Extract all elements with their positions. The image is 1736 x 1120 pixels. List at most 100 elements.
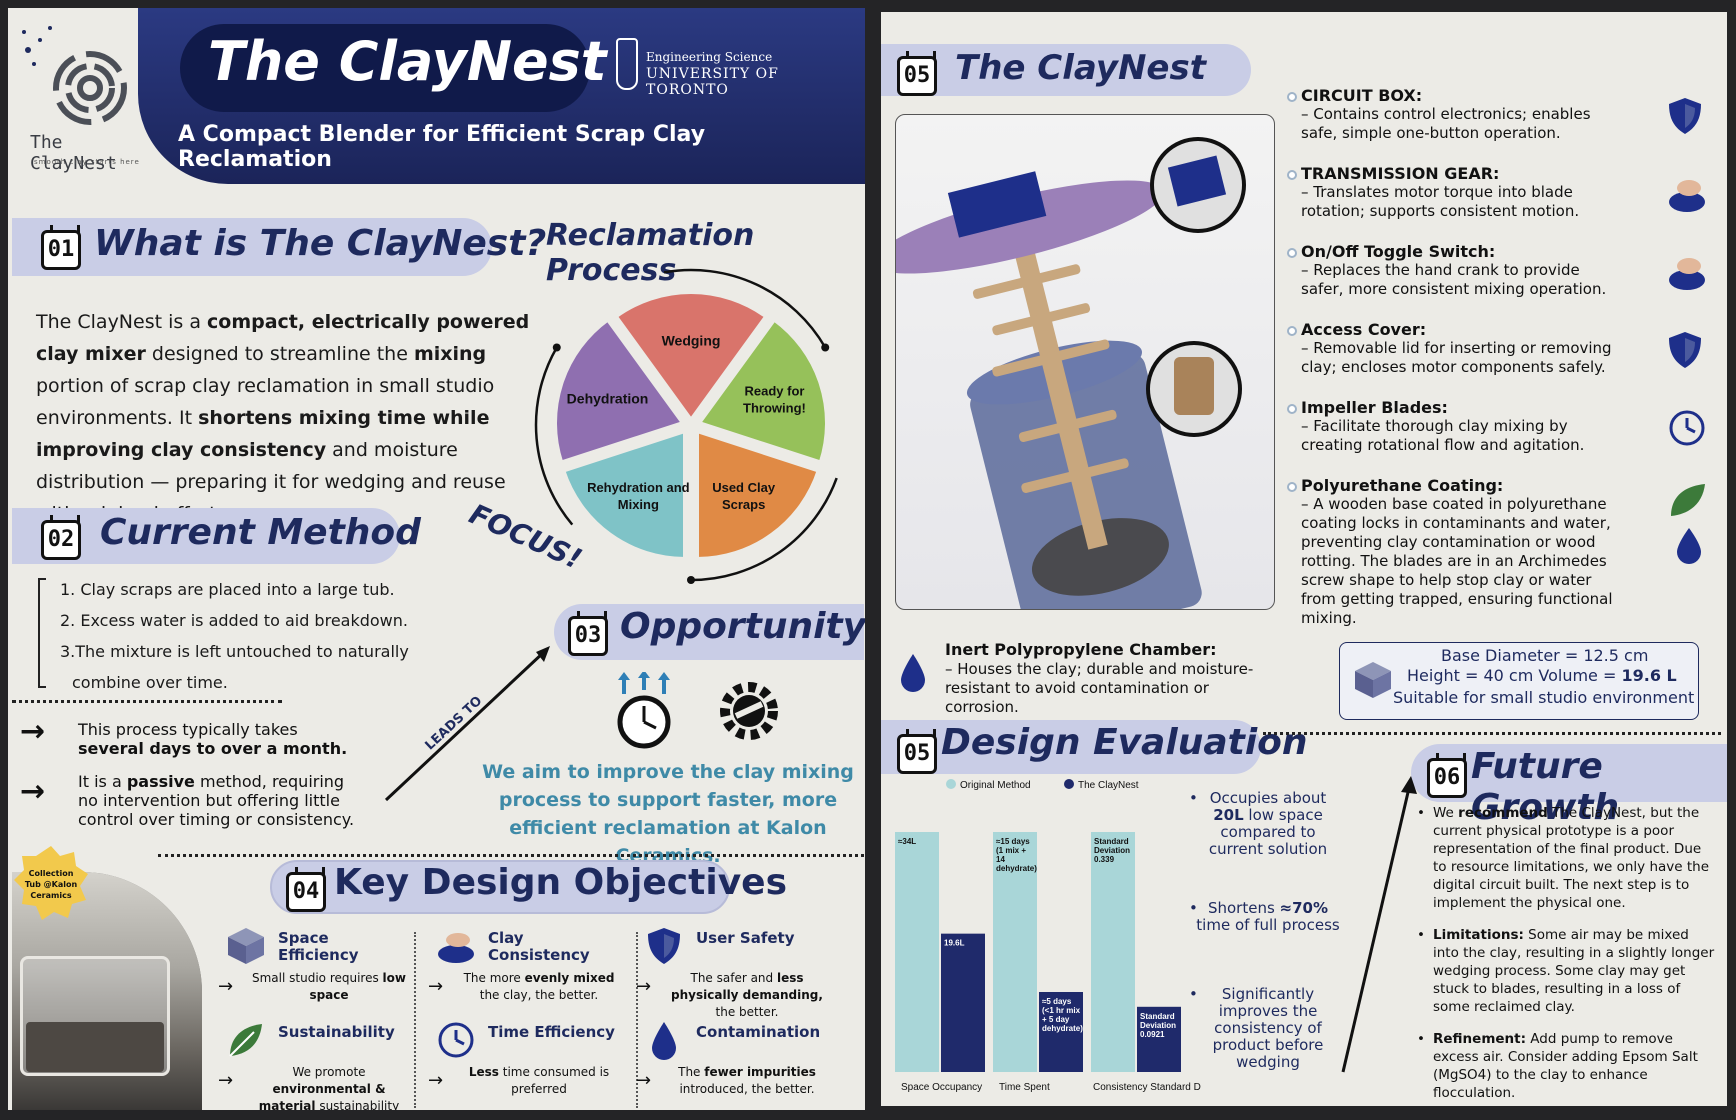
spec-box [1339, 642, 1699, 720]
rich-text-run: sustainability [315, 1099, 400, 1110]
rich-text-run: recommend [1458, 805, 1548, 821]
bar-value-label-line: Standard [1140, 1012, 1175, 1021]
divider [12, 700, 282, 703]
bullet-dot: • [1417, 805, 1425, 821]
component-callout: Polyurethane Coating:– A wooden base coa… [1287, 476, 1721, 628]
uni-crest-icon [616, 38, 638, 90]
rich-text-run: the better. [715, 1005, 779, 1019]
leaf-drop-icon [1671, 484, 1705, 564]
bar-value-label-line: (<1 hr mix [1042, 1006, 1081, 1015]
calendar-icon: 06 [1427, 753, 1467, 798]
future-list: •We recommend The ClayNest, but the curr… [1417, 804, 1717, 1106]
callout-dot [1287, 482, 1297, 492]
bar-value-label-line: dehydrate) [1042, 1024, 1083, 1033]
leaf-icon [229, 1024, 262, 1057]
rich-text-run: low space compared to current solution [1208, 806, 1328, 858]
sec2-title: Current Method [100, 512, 421, 553]
spec-height-volume: Height = 40 cm Volume = 19.6 L [1407, 666, 1677, 685]
clock-icon [617, 672, 671, 749]
rich-text-run: Significantly improves the consistency o… [1212, 985, 1324, 1071]
step-item: 1. Clay scraps are placed into a large t… [60, 580, 395, 599]
future-item: •We recommend The ClayNest, but the curr… [1417, 804, 1717, 912]
arrow-right-icon: → [218, 1070, 234, 1091]
category-label: Consistency Standard Dev [1093, 1082, 1201, 1093]
bar [993, 832, 1037, 1072]
bar [1039, 992, 1083, 1072]
steps-bracket [38, 578, 46, 688]
rich-text-run: less physically demanding, [671, 971, 823, 1002]
bar-value-label-line: Standard [1094, 837, 1129, 846]
rich-text-run: portion of scrap clay reclamation in sma… [36, 375, 495, 429]
objective-item: Sustainability→We promote environmental … [218, 1020, 423, 1111]
callout-dot [1287, 170, 1297, 180]
chamber-desc: – Houses the clay; durable and moisture-… [945, 660, 1254, 716]
arrow-right-icon: → [636, 1070, 652, 1091]
callout-dot [1287, 248, 1297, 258]
rich-text-run: Shortens [1207, 899, 1280, 917]
calendar-icon: 01 [41, 225, 81, 270]
calendar-icon: 04 [286, 867, 326, 912]
bar-value-label-line: Deviation [1140, 1021, 1176, 1030]
rich-text-run: The ClayNest, but the current physical p… [1433, 805, 1710, 911]
step-item: combine over time. [72, 673, 228, 692]
steps-list: 1. Clay scraps are placed into a large t… [60, 574, 409, 698]
objectives-separator [414, 932, 416, 1108]
arrow-right-icon: → [218, 976, 234, 997]
bar-value-label-line: + 5 day [1042, 1015, 1070, 1024]
component-title: Access Cover: [1301, 320, 1427, 339]
rich-text-run: evenly mixed [524, 971, 615, 985]
rich-text-run: Add pump to remove excess air. Consider … [1433, 1031, 1698, 1101]
bar [1091, 832, 1135, 1072]
chamber-title: Inert Polypropylene Chamber: [945, 640, 1217, 659]
callout-dot [1287, 326, 1297, 336]
arrow-right-icon: → [636, 976, 652, 997]
arrow-right-icon: → [428, 1070, 444, 1091]
page-subtitle: A Compact Blender for Efficient Scrap Cl… [178, 122, 706, 172]
collection-tub-badge [14, 846, 88, 920]
collection-tub-photo [12, 872, 202, 1110]
objective-title: User Safety [696, 929, 795, 947]
bar-value-label-line: (1 mix + [996, 846, 1026, 855]
left-poster-panel: The ClayNest smooth clay starts here The… [8, 8, 865, 1110]
sec5-header-pill [881, 44, 1251, 96]
rich-text-run: passive [126, 772, 195, 791]
uni-dept: Engineering Science [646, 50, 773, 64]
rich-text-run: Limitations: [1433, 927, 1524, 943]
uni-name: UNIVERSITY OF TORONTO [646, 66, 779, 98]
future-title: Future Growth [1471, 746, 1620, 828]
logo-name: The ClayNest [30, 132, 117, 174]
rich-text-run: 20L [1213, 806, 1244, 824]
rich-text-run: The more [463, 971, 525, 985]
pie-slice [695, 316, 829, 466]
note-item: →It is a passive method, requiring no in… [20, 772, 360, 829]
eval-bullet: •Shortens ≈70% time of full process [1189, 899, 1343, 934]
calendar-icon: 02 [41, 515, 81, 560]
bar [895, 832, 939, 1072]
pie-slice-label: Dehydration [567, 390, 649, 406]
rich-text-run: time of full process [1196, 916, 1340, 934]
bullet-dot: • [1189, 789, 1198, 807]
rich-text-run: Occupies about [1209, 789, 1327, 807]
sec1-title: What is The ClayNest? [94, 223, 547, 264]
collection-tub-label: Collection Tub @Kalon Ceramics [24, 869, 78, 900]
component-callout: TRANSMISSION GEAR:– Translates motor tor… [1287, 164, 1721, 221]
divider [158, 854, 864, 857]
component-callout: CIRCUIT BOX:– Contains control electroni… [1287, 86, 1721, 143]
eval-bullet: •Significantly improves the consistency … [1189, 985, 1343, 1071]
sec1-header-pill [12, 218, 492, 276]
component-desc: – Translates motor torque into blade rot… [1301, 183, 1580, 220]
rich-text-run: method, requiring no intervention but of… [78, 772, 355, 829]
objective-item: Clay Consistency→The more evenly mixed t… [428, 926, 633, 1016]
rich-text-run: environmental & material [258, 1082, 386, 1110]
header-title-pill [180, 24, 590, 112]
bar-value-label-line: 19.6L [944, 939, 965, 948]
bar-value-label-line: Deviation [1094, 846, 1130, 855]
note-item: →This process typically takes several da… [20, 717, 360, 759]
objective-title: Sustainability [278, 1023, 395, 1041]
